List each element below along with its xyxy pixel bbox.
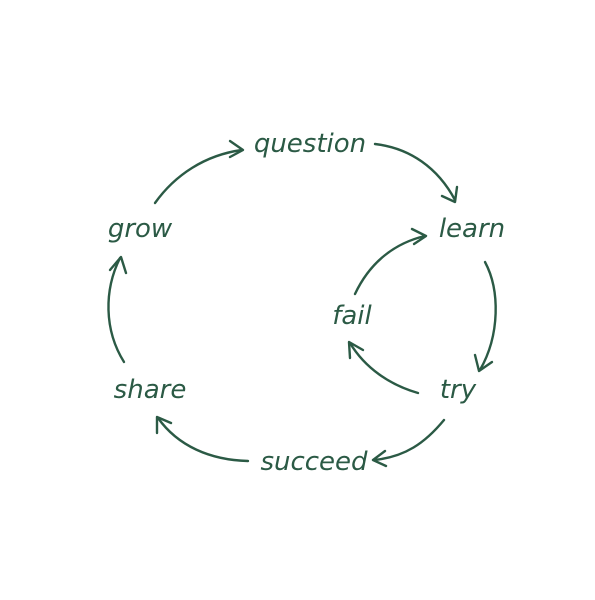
arrow-learn-to-try <box>473 260 497 373</box>
arrow-try-to-fail <box>347 340 420 395</box>
node-learn: learn <box>439 214 505 244</box>
node-fail: fail <box>332 301 372 331</box>
arrow-share-to-grow <box>107 255 128 364</box>
arrow-succeed-to-share <box>155 415 250 463</box>
arrow-fail-to-learn <box>353 227 428 296</box>
node-try: try <box>440 375 477 405</box>
node-grow: grow <box>108 214 173 244</box>
arrow-grow-to-question <box>153 139 245 205</box>
arrow-try-to-succeed <box>371 418 446 468</box>
arrow-question-to-learn <box>373 142 459 204</box>
node-succeed: succeed <box>260 447 368 477</box>
node-share: share <box>114 375 187 405</box>
node-question: question <box>254 129 366 159</box>
